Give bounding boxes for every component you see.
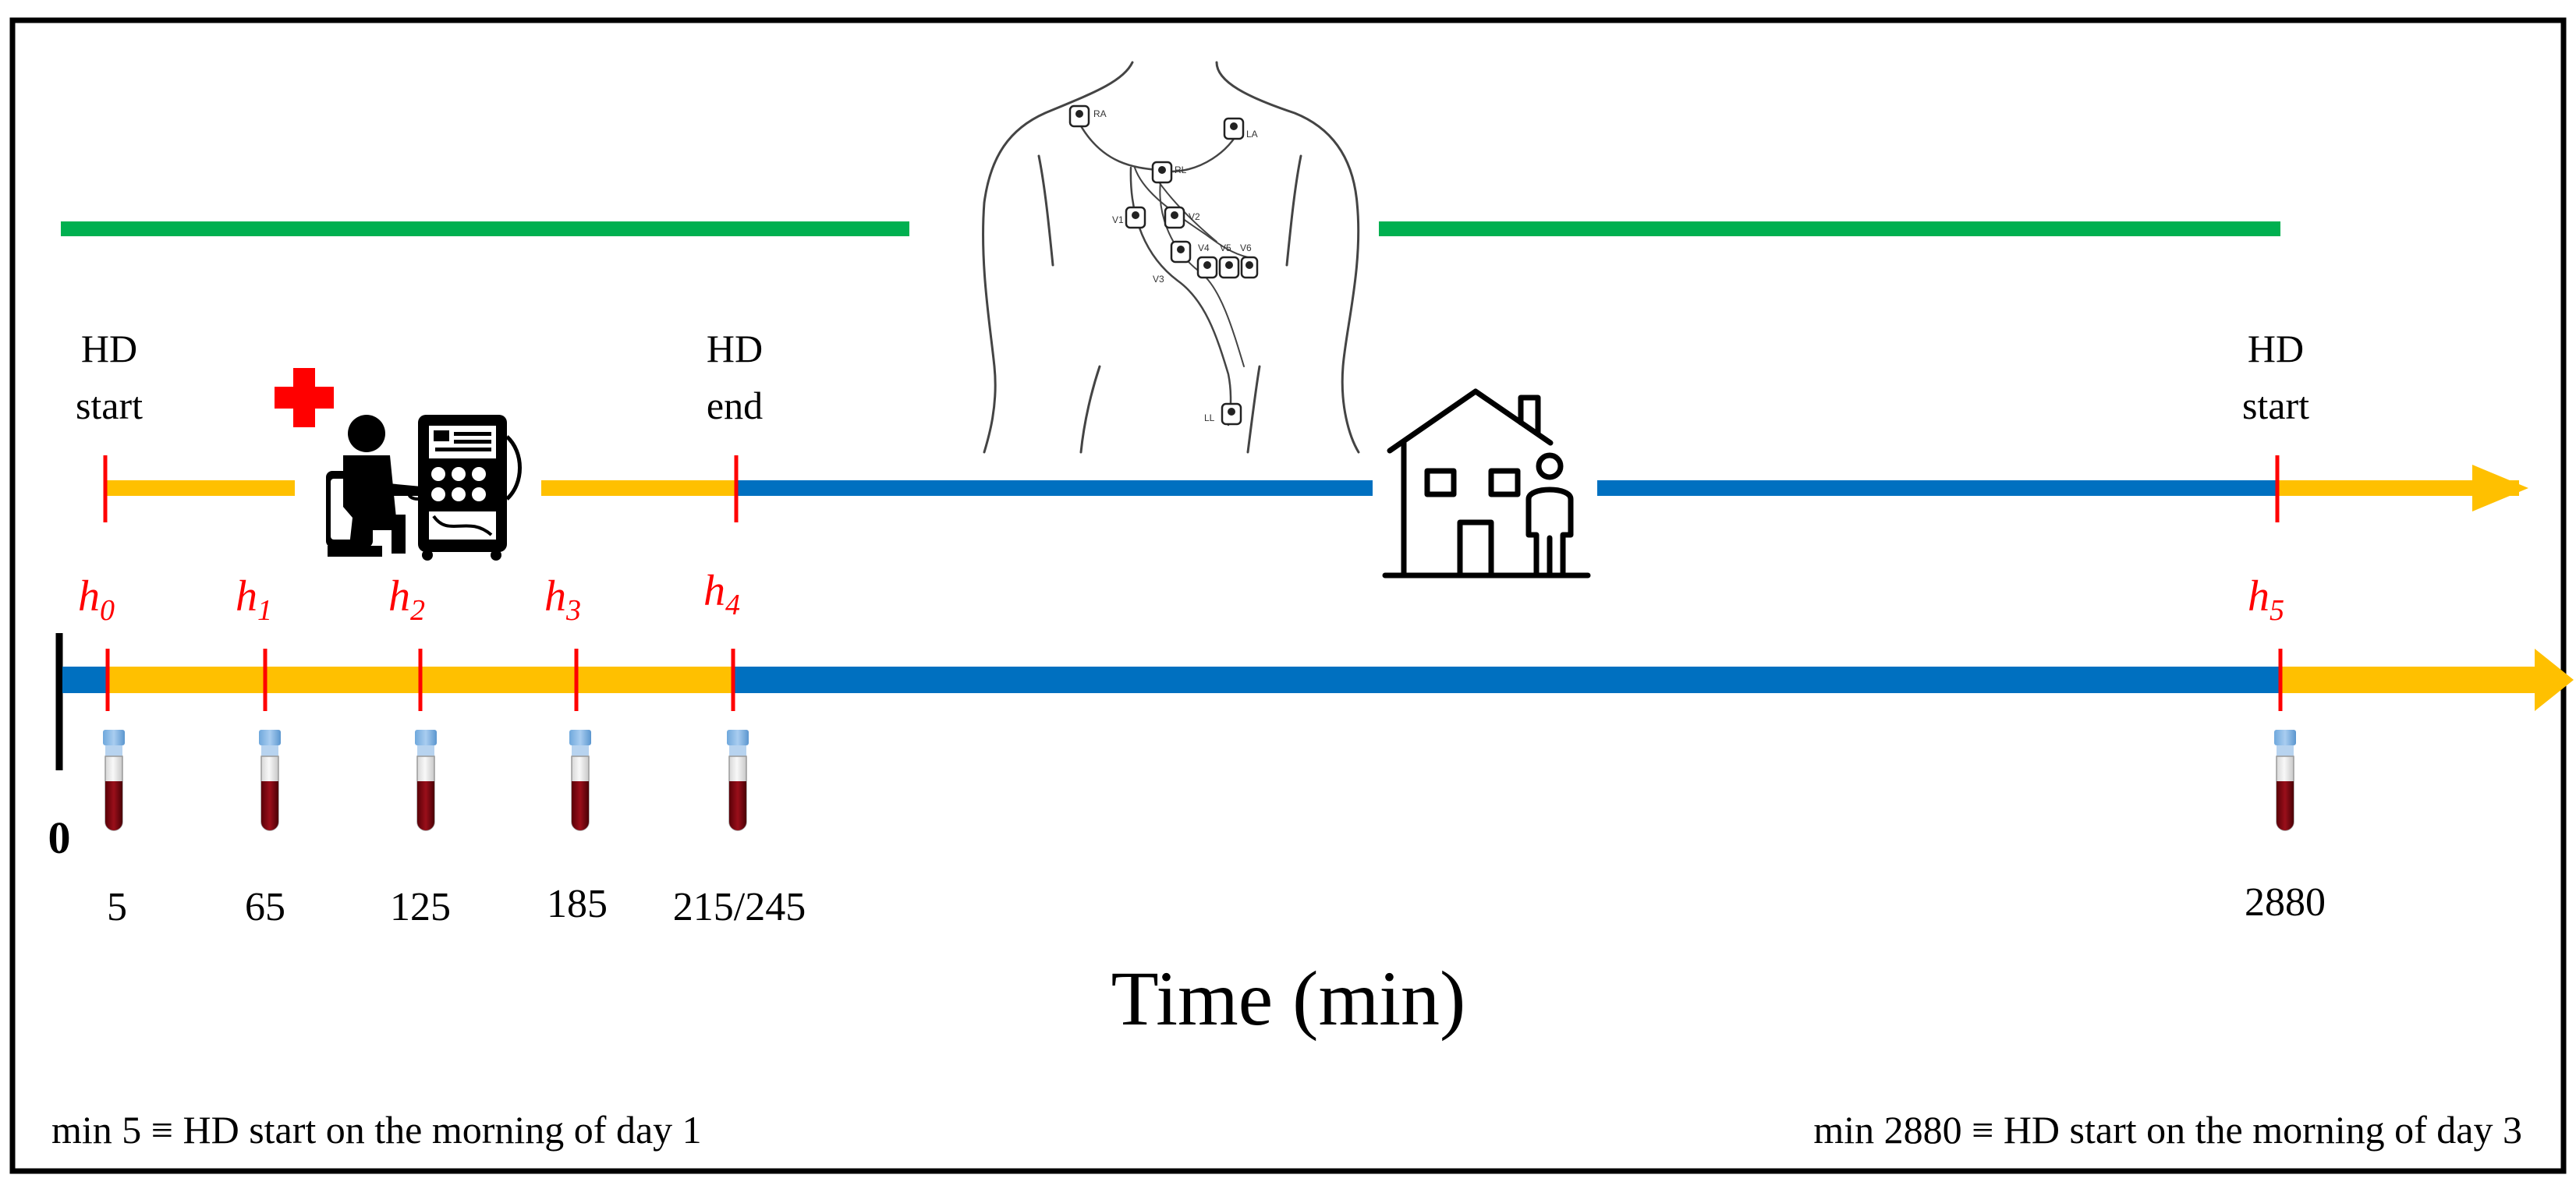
hour-label-h2: h2 <box>388 572 425 627</box>
svg-text:RL: RL <box>1175 165 1187 175</box>
hd-start-label-1-line2: start <box>76 384 143 427</box>
hour-labels: h0 h1 h2 h3 h4 h5 <box>78 567 2284 627</box>
time-value-125: 125 <box>390 885 451 929</box>
ecg-monitoring-bar-2 <box>1379 221 2280 236</box>
time-value-5: 5 <box>107 885 127 929</box>
svg-text:RA: RA <box>1093 108 1107 119</box>
svg-text:V6: V6 <box>1240 242 1252 253</box>
hd-end-label-line2: end <box>707 384 763 427</box>
origin-label: 0 <box>48 812 71 863</box>
svg-text:V3: V3 <box>1153 274 1164 285</box>
blood-sample-tube-icon <box>258 729 282 831</box>
upper-timeline <box>103 455 2528 522</box>
svg-text:LA: LA <box>1246 129 1258 140</box>
footnote-right: min 2880 ≡ HD start on the morning of da… <box>1813 1108 2522 1152</box>
svg-text:V1: V1 <box>1112 214 1124 225</box>
hour-label-h0: h0 <box>78 572 115 627</box>
svg-text:V5: V5 <box>1220 242 1231 253</box>
svg-text:LL: LL <box>1204 412 1215 423</box>
ecg-electrodes: RA LA RL V1 V2 V3 V4 V5 V6 LL <box>1068 104 1259 426</box>
time-value-2880: 2880 <box>2245 880 2326 925</box>
blood-sample-tube-icon <box>2273 729 2297 831</box>
hd-start-label-2-line1: HD <box>2248 327 2304 370</box>
blood-sample-tubes <box>102 729 2297 831</box>
home-with-person-icon <box>1374 382 1597 579</box>
diagram-frame <box>9 17 2567 1174</box>
axis-label: Time (min) <box>1111 955 1466 1042</box>
ecg-monitoring-bar-1 <box>61 221 909 236</box>
blood-sample-tube-icon <box>414 729 438 831</box>
time-value-65: 65 <box>245 885 285 929</box>
blood-sample-tube-icon <box>726 729 749 831</box>
hour-label-h3: h3 <box>544 572 581 627</box>
time-value-215-245: 215/245 <box>673 885 806 929</box>
hd-start-label-1-line1: HD <box>81 327 137 370</box>
main-timeline <box>55 633 2574 770</box>
hour-label-h5: h5 <box>2248 572 2284 627</box>
svg-text:V4: V4 <box>1198 242 1210 253</box>
blood-sample-tube-icon <box>569 729 592 831</box>
hour-label-h4: h4 <box>703 567 740 621</box>
time-value-185: 185 <box>547 882 608 926</box>
red-cross-icon <box>275 368 334 427</box>
hd-end-label-line1: HD <box>707 327 763 370</box>
hd-start-label-2-line2: start <box>2242 384 2309 427</box>
footnote-left: min 5 ≡ HD start on the morning of day 1 <box>51 1108 702 1152</box>
svg-text:V2: V2 <box>1189 211 1200 222</box>
hemodialysis-patient-icon <box>315 409 522 561</box>
hour-label-h1: h1 <box>236 572 272 627</box>
blood-sample-tube-icon <box>102 729 126 831</box>
